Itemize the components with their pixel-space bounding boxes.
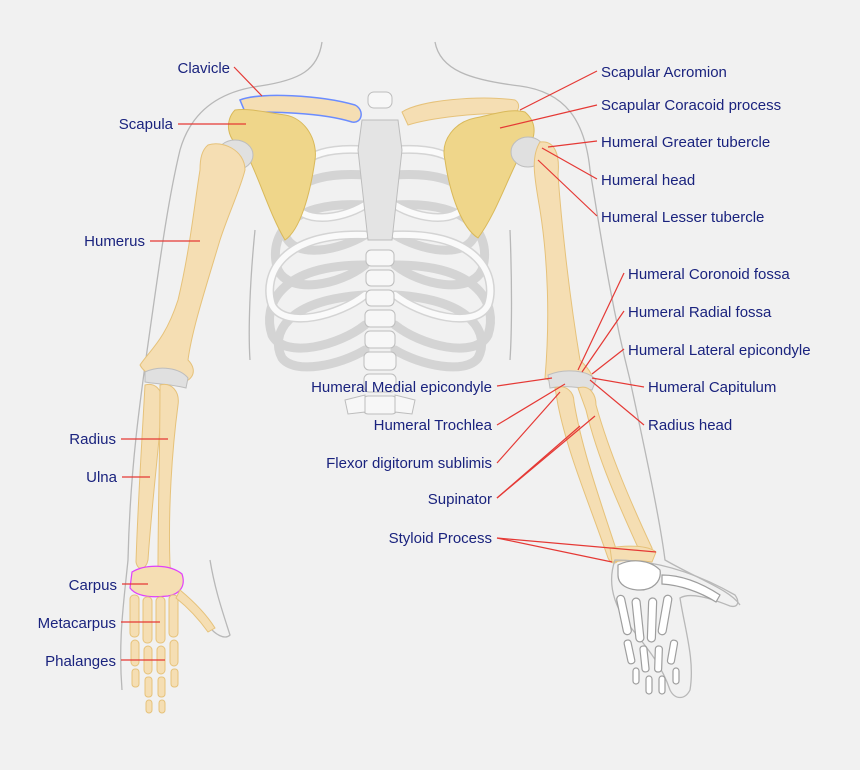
left-forearm [135, 383, 179, 575]
left-hand [129, 565, 216, 714]
label-humeral-lesser-tubercle: Humeral Lesser tubercle [601, 209, 764, 226]
label-clavicle: Clavicle [177, 60, 230, 77]
label-scapular-acromion: Scapular Acromion [601, 64, 727, 81]
label-scapula: Scapula [119, 116, 174, 133]
label-phalanges: Phalanges [45, 653, 116, 670]
body-outline [120, 41, 741, 691]
label-carpus: Carpus [69, 577, 117, 594]
label-radius-head: Radius head [648, 417, 732, 434]
label-styloid-process: Styloid Process [389, 530, 492, 547]
label-ulna: Ulna [86, 469, 118, 486]
label-humeral-medial-epicondyle: Humeral Medial epicondyle [311, 379, 492, 396]
label-supinator: Supinator [428, 491, 492, 508]
label-humeral-greater-tubercle: Humeral Greater tubercle [601, 134, 770, 151]
leader-lines [121, 66, 657, 661]
label-flexor-digitorum: Flexor digitorum sublimis [326, 455, 492, 472]
label-humerus: Humerus [84, 233, 145, 250]
label-metacarpus: Metacarpus [38, 615, 116, 632]
right-hand [610, 559, 739, 699]
clavicles [239, 94, 520, 126]
label-humeral-radial-fossa: Humeral Radial fossa [628, 304, 772, 321]
left-humerus [139, 139, 254, 389]
right-humerus [510, 136, 597, 391]
spine [344, 91, 416, 415]
label-humeral-head: Humeral head [601, 172, 695, 189]
label-humeral-capitulum: Humeral Capitulum [648, 379, 776, 396]
label-radius: Radius [69, 431, 116, 448]
label-humeral-coronoid-fossa: Humeral Coronoid fossa [628, 266, 790, 283]
label-scapular-coracoid: Scapular Coracoid process [601, 97, 781, 114]
labels: Clavicle Scapula Humerus Radius Ulna Car… [38, 60, 811, 670]
right-forearm [554, 386, 657, 564]
label-humeral-trochlea: Humeral Trochlea [374, 417, 493, 434]
label-humeral-lateral-epicondyle: Humeral Lateral epicondyle [628, 342, 811, 359]
